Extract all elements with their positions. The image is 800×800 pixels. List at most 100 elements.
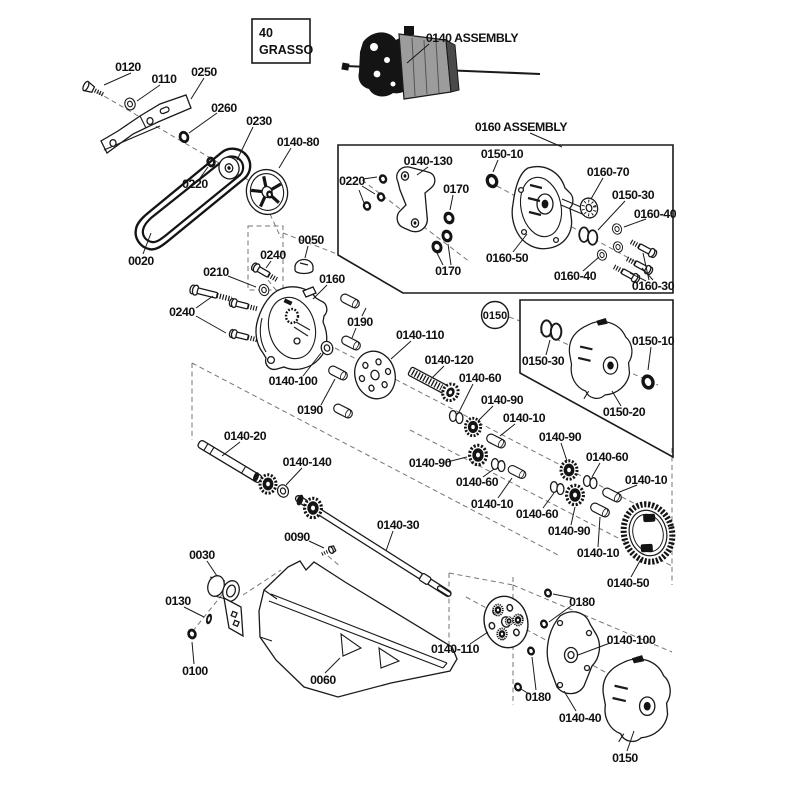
part-washer-0170-b bbox=[439, 228, 455, 244]
part-gear-0140-20 bbox=[258, 473, 278, 495]
part-label: 0140-20 bbox=[224, 429, 267, 443]
part-label: 0140-60 bbox=[459, 371, 502, 385]
leader-line bbox=[577, 642, 611, 656]
part-label: 0180 bbox=[525, 690, 551, 704]
leader-line bbox=[623, 218, 647, 228]
part-nut-0100 bbox=[185, 627, 199, 641]
part-bearing-0150-10 bbox=[483, 171, 501, 191]
part-label: 0140 ASSEMBLY bbox=[426, 31, 519, 45]
part-nut-0220-b bbox=[375, 191, 387, 203]
part-cap-0150-10 bbox=[639, 372, 657, 392]
part-label: 0140-80 bbox=[277, 135, 320, 149]
part-plug-0050 bbox=[294, 258, 314, 275]
part-gear-0140-90-c bbox=[468, 443, 488, 467]
part-carrier-0140-110-top bbox=[348, 345, 402, 405]
part-gear-0140-30 bbox=[303, 496, 323, 520]
part-washer-0130 bbox=[205, 613, 213, 625]
leader-line bbox=[351, 327, 357, 339]
leader-line bbox=[188, 112, 218, 134]
leader-line bbox=[446, 456, 468, 463]
leader-line bbox=[458, 383, 474, 413]
leader-line bbox=[385, 530, 394, 552]
part-plate-0140-40 bbox=[546, 611, 601, 695]
part-nut-0180-b bbox=[538, 618, 550, 630]
leader-line bbox=[416, 166, 429, 176]
leader-line bbox=[449, 194, 454, 211]
leader-line bbox=[542, 492, 555, 509]
part-bearing-0160-70 bbox=[576, 194, 602, 222]
part-label: 0240 bbox=[260, 248, 286, 262]
part-label: 0140-100 bbox=[607, 633, 656, 647]
part-label: 0260 bbox=[211, 101, 237, 115]
leader-line bbox=[641, 267, 654, 281]
part-cover-0150-20 bbox=[568, 317, 633, 400]
part-label: 0160-30 bbox=[632, 279, 675, 293]
leader-line bbox=[103, 72, 132, 86]
part-pin-0140-10-b bbox=[600, 486, 624, 504]
part-label: 0150-30 bbox=[612, 188, 655, 202]
leader-line bbox=[477, 405, 494, 422]
part-cover-0150-bottom bbox=[601, 654, 672, 744]
part-pin-0190-a bbox=[338, 292, 362, 310]
part-washer-0110 bbox=[122, 96, 138, 112]
title-box-code: 40 bbox=[259, 26, 273, 40]
leader-line bbox=[227, 275, 257, 288]
part-gear-0140-90-b bbox=[559, 459, 579, 481]
title-box-name: GRASSO bbox=[259, 43, 313, 57]
part-label: 0140-60 bbox=[516, 507, 559, 521]
leader-line bbox=[312, 284, 328, 300]
leader-line bbox=[642, 252, 650, 281]
part-nut-0180-c bbox=[525, 645, 537, 657]
part-washer-0160-40-c bbox=[595, 248, 609, 262]
part-bracket-0140-130 bbox=[396, 166, 436, 233]
part-pin-0190-d bbox=[331, 402, 355, 420]
part-label: 0140-50 bbox=[607, 576, 650, 590]
part-label: 0220 bbox=[182, 177, 208, 191]
leader-line bbox=[361, 185, 376, 195]
leader-line bbox=[320, 378, 336, 406]
part-label: 0090 bbox=[284, 530, 310, 544]
leader-line bbox=[570, 506, 576, 526]
part-label: 0110 bbox=[151, 72, 177, 86]
part-pulley-0230 bbox=[218, 156, 240, 180]
leader-line bbox=[195, 315, 227, 334]
part-label: 0140-10 bbox=[577, 546, 620, 560]
part-bushing-0150-30-box1 bbox=[578, 226, 599, 246]
part-label: 0190 bbox=[347, 315, 373, 329]
leader-line bbox=[136, 84, 161, 102]
leader-line bbox=[552, 593, 574, 599]
part-label: 0100 bbox=[182, 664, 208, 678]
part-label: 0170 bbox=[435, 264, 461, 278]
leader-line bbox=[304, 245, 309, 259]
leader-line bbox=[630, 558, 642, 578]
part-label: 0140-100 bbox=[269, 374, 318, 388]
part-bushing-0140-60-d bbox=[549, 480, 565, 496]
part-ring-0140-140 bbox=[275, 482, 291, 500]
leader-line bbox=[447, 243, 452, 266]
part-label: 0150-10 bbox=[632, 334, 675, 348]
leader-line bbox=[560, 442, 568, 462]
part-belt-0020 bbox=[134, 147, 252, 251]
leader-line bbox=[482, 468, 495, 478]
leader-line bbox=[361, 307, 367, 317]
parts-layer bbox=[82, 26, 676, 744]
title-box bbox=[251, 18, 311, 64]
part-pin-0140-10-c bbox=[506, 463, 528, 481]
leader-layer bbox=[103, 43, 654, 752]
part-label: 0120 bbox=[115, 60, 141, 74]
part-bracket-0030 bbox=[207, 575, 244, 638]
part-label: 0140-90 bbox=[481, 393, 524, 407]
leader-line bbox=[497, 477, 513, 499]
part-washer-0260 bbox=[176, 129, 192, 145]
part-label: 0150 bbox=[612, 751, 638, 765]
part-label: 0140-10 bbox=[471, 497, 514, 511]
leader-line bbox=[285, 467, 303, 486]
part-label: 0140-130 bbox=[404, 154, 453, 168]
leader-line bbox=[626, 730, 635, 752]
part-assembly-0140 bbox=[341, 26, 541, 100]
part-label: 0180 bbox=[569, 595, 595, 609]
part-gear-0140-90-d bbox=[565, 483, 585, 507]
part-label: 0130 bbox=[165, 594, 191, 608]
